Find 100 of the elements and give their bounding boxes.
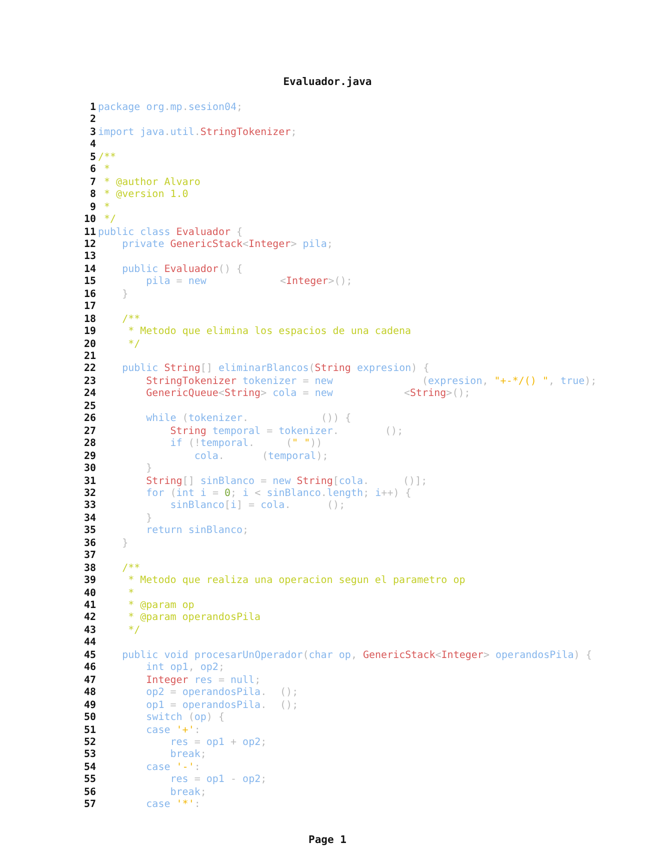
line-number: 46 [82,662,96,674]
line-number: 12 [82,238,96,251]
code-text: pila = new [146,276,206,288]
code-text: public class Evaluador { [98,226,243,238]
line-number: 37 [82,550,96,562]
code-text: (" ")) [286,438,322,450]
line-number: 24 [82,388,96,400]
code-text: while (tokenizer. [146,413,249,426]
code-text: (); [327,500,346,512]
line-number: 27 [82,426,96,438]
code-text: GenericQueue<String> cola = new [146,388,333,400]
line-number: 6 [88,164,96,176]
code-text: ()) { [321,413,352,426]
line-number: 14 [82,264,96,276]
code-text: (); [280,700,298,712]
line-number: 49 [82,700,96,712]
code-text: import java.util.StringTokenizer; [98,126,297,139]
line-number: 56 [82,786,96,799]
code-text: */ [128,624,140,637]
code-text: res = op1 - op2; [170,774,267,786]
code-text: if (!temporal. [170,438,255,450]
code-text: /** [122,562,140,575]
line-number: 34 [82,512,96,525]
code-text: <String>(); [404,388,470,400]
code-text: * @param op [128,600,194,612]
line-number: 4 [88,139,96,152]
line-number: 29 [82,450,96,463]
code-text: return sinBlanco; [146,525,249,538]
line-number: 44 [82,637,96,650]
code-text: case '-': [146,762,200,774]
code-text: case '+': [146,724,200,736]
code-text: * [128,588,134,600]
line-number: 13 [82,251,96,264]
code-text: */ [104,214,116,226]
code-text: break; [170,786,206,799]
line-number: 51 [82,724,96,736]
code-text: String temporal = tokenizer. [170,426,339,438]
code-text: (); [280,687,298,700]
line-number: 36 [82,538,96,550]
code-text: * [104,202,110,214]
line-number: 40 [82,588,96,600]
line-number: 19 [82,326,96,338]
code-text: (temporal); [262,450,328,463]
code-text: public Evaluador() { [122,264,243,276]
code-text: /** [98,152,116,164]
code-text: for (int i = 0; i < sinBlanco.length; i++) { [146,488,412,500]
line-number: 26 [82,413,96,426]
code-text: * Metodo que elimina los espacios de una cadena [128,326,412,338]
code-text: cola. [194,450,224,463]
line-number: 53 [82,749,96,762]
line-number: 57 [82,799,96,812]
code-text: * @version 1.0 [104,189,188,202]
code-text: int op1, op2; [146,662,224,674]
line-number: 30 [82,463,96,476]
code-text: * @author Alvaro [104,176,200,189]
code-text: StringTokenizer tokenizer = new [146,376,333,388]
line-number: 33 [82,500,96,512]
code-text: } [146,512,152,525]
line-number: 10 [82,214,96,226]
line-number: 11 [82,226,96,238]
code-text: (expresion, "+-*/() ", true); [422,376,597,388]
line-number: 20 [82,338,96,351]
code-text: package org.mp.sesion04; [98,102,243,114]
line-number: 50 [82,712,96,724]
code-text: private GenericStack<Integer> pila; [122,238,333,251]
code-text: } [146,463,152,476]
line-number: 32 [82,488,96,500]
code-text: * Metodo que realiza una operacion segun el parametro op [128,575,466,588]
line-number: 8 [88,189,96,202]
line-number: 2 [88,114,96,126]
code-text: public void procesarUnOperador(char op, GenericStack<Integer> operandosPila) { [122,650,592,662]
line-number: 45 [82,650,96,662]
code-text: op1 = operandosPila. [146,700,267,712]
line-number: 15 [82,276,96,288]
code-text: } [122,288,128,301]
line-number: 39 [82,575,96,588]
page-footer: Page 1 [0,834,655,846]
code-text: } [122,538,128,550]
code-text: res = op1 + op2; [170,736,267,749]
line-number: 9 [88,202,96,214]
code-text: op2 = operandosPila. [146,687,267,700]
line-number: 35 [82,525,96,538]
line-number: 38 [82,562,96,575]
code-text: String[] sinBlanco = new String[cola. [146,476,370,488]
line-number: 48 [82,687,96,700]
line-number: 54 [82,762,96,774]
line-number: 47 [82,674,96,687]
line-number: 1 [88,102,96,114]
code-text: public String[] eliminarBlancos(String expresion) { [122,363,430,376]
line-number: 55 [82,774,96,786]
code-text: sinBlanco[i] = cola. [170,500,291,512]
code-text: <Integer>(); [280,276,352,288]
line-number: 41 [82,600,96,612]
line-number: 5 [88,152,96,164]
line-number: 21 [82,351,96,363]
line-number: 17 [82,301,96,314]
code-text: Integer res = null; [146,674,261,687]
code-text: break; [170,749,206,762]
line-number: 18 [82,314,96,326]
line-number: 28 [82,438,96,450]
